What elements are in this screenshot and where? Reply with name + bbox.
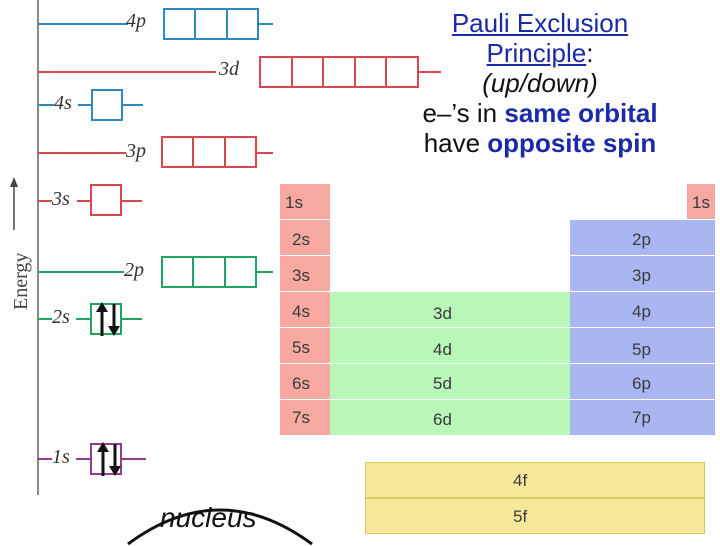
orbital-2p — [161, 256, 257, 288]
energy-arrow-icon — [10, 177, 18, 230]
s-cell-5s: 5s — [280, 328, 330, 364]
title-colon: : — [586, 38, 594, 68]
s-cell-2s: 2s — [280, 220, 330, 256]
orbital-3s — [90, 184, 122, 216]
level-4p-line — [38, 23, 128, 25]
s-cell-3s: 3s — [280, 256, 330, 292]
level-4s-line-mid — [78, 104, 91, 106]
p-cell-6p: 6p — [570, 364, 715, 400]
slide-title: Pauli Exclusion Principle: (up/down) e–’… — [380, 8, 700, 158]
f-cell-5f: 5f — [365, 498, 705, 534]
level-2p-line — [38, 271, 124, 273]
p-cell-2p: 2p — [570, 220, 715, 256]
level-3s-label: 3s — [52, 188, 70, 210]
level-2p-label: 2p — [124, 259, 144, 281]
level-3p-line — [38, 152, 126, 154]
p-cell-4p: 4p — [570, 292, 715, 328]
orbital-2s — [90, 303, 122, 335]
level-2s-label: 2s — [52, 306, 70, 328]
level-3s-line-right — [122, 200, 142, 202]
level-3d-line-right — [419, 71, 441, 73]
title-same-orbital: same orbital — [504, 98, 658, 128]
title-have: have — [423, 128, 488, 158]
level-2s-line — [38, 318, 52, 320]
level-3d-line — [38, 71, 216, 73]
level-2s-line-right — [122, 318, 142, 320]
p-head-1s: 1s — [687, 184, 715, 220]
p-cell-5p: 5p — [570, 328, 715, 364]
spin-up-down-arrows-icon — [97, 442, 121, 476]
level-3d-label: 3d — [219, 58, 239, 80]
orbital-4p — [163, 8, 259, 40]
level-2s-line-mid — [76, 318, 90, 320]
level-3s-line-mid — [77, 200, 90, 202]
title-up-down: (up/down) — [482, 68, 598, 98]
p-cell-7p: 7p — [570, 400, 715, 436]
orbital-3d — [259, 56, 419, 88]
level-4s-line-right — [123, 104, 143, 106]
s-cell-4s: 4s — [280, 292, 330, 328]
orbital-3p — [161, 136, 257, 168]
level-3p-line-right — [257, 152, 273, 154]
level-1s-line — [38, 458, 52, 460]
d-cell-3d: 3d — [330, 292, 570, 328]
title-opposite-spin: opposite spin — [487, 128, 657, 158]
nucleus-label: nucleus — [160, 502, 257, 533]
level-1s-line-mid — [76, 458, 90, 460]
level-2p-line-right — [257, 271, 273, 273]
p-cell-3p: 3p — [570, 256, 715, 292]
energy-axis-line — [37, 0, 39, 495]
level-4s-line — [38, 104, 54, 106]
orbital-4s — [91, 89, 123, 121]
title-electrons: e–’s in — [422, 98, 505, 128]
level-4p-line-right — [259, 23, 273, 25]
s-cell-6s: 6s — [280, 364, 330, 400]
level-4s-label: 4s — [54, 92, 72, 114]
spin-up-down-arrows-icon — [96, 302, 120, 336]
level-3p-label: 3p — [126, 140, 146, 162]
d-cell-5d: 5d — [330, 364, 570, 400]
title-line-1: Pauli Exclusion — [451, 8, 629, 38]
nucleus-arc — [127, 508, 313, 546]
d-cell-4d: 4d — [330, 328, 570, 364]
f-cell-4f: 4f — [365, 462, 705, 498]
d-cell-6d: 6d — [330, 400, 570, 436]
level-1s-line-right — [122, 458, 146, 460]
energy-axis-label: Energy — [10, 252, 32, 310]
s-cell-7s: 7s — [280, 400, 330, 436]
orbital-1s — [90, 443, 122, 475]
title-principle: Principle — [486, 38, 587, 68]
level-4p-label: 4p — [126, 10, 146, 32]
level-1s-label: 1s — [52, 446, 70, 468]
s-cell-1s: 1s — [280, 184, 330, 220]
level-3s-line — [38, 200, 52, 202]
